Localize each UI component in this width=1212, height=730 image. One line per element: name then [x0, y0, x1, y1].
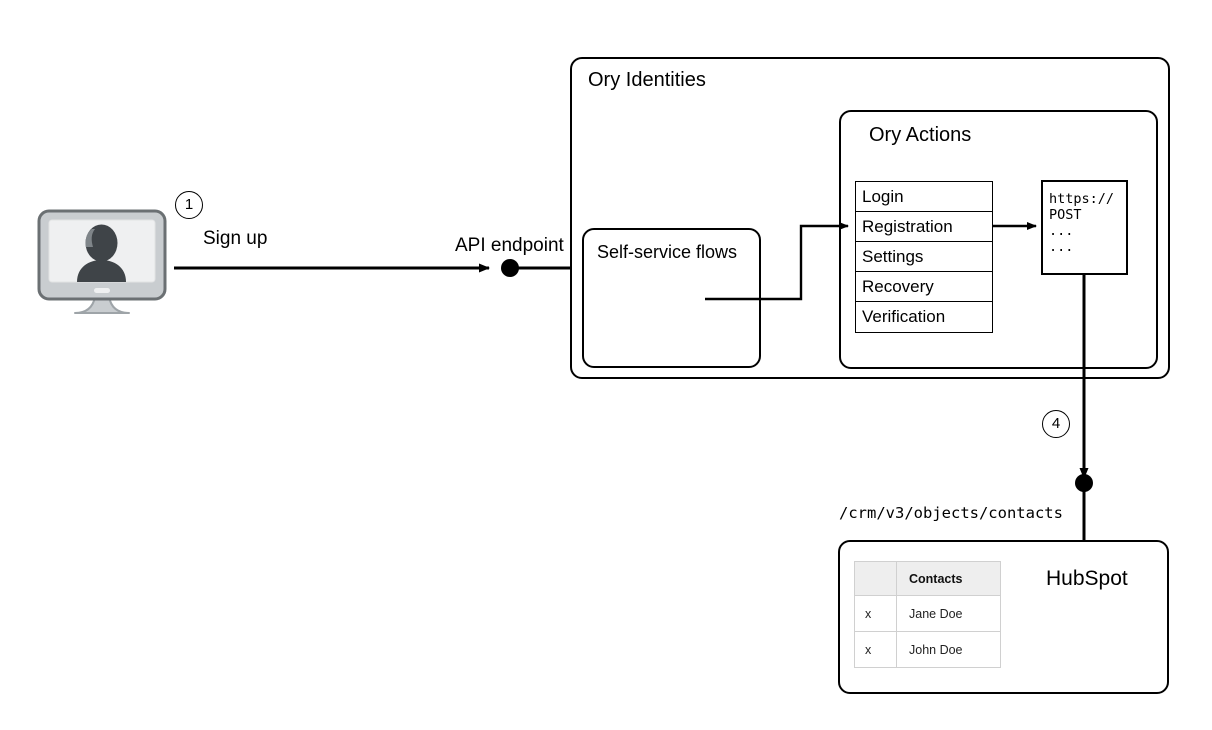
monitor-user-icon — [37, 209, 167, 326]
self-service-flows-title: Self-service flows — [597, 242, 738, 262]
webhook-code-line-body-2: ... — [1049, 239, 1074, 255]
step-badge-1: 1 — [175, 191, 203, 219]
flow-item-login[interactable]: Login — [856, 182, 992, 212]
api-endpoint-label: API endpoint — [455, 235, 564, 256]
hubspot-label: HubSpot — [1046, 567, 1128, 590]
flow-item-recovery[interactable]: Recovery — [856, 272, 992, 302]
flow-item-registration[interactable]: Registration — [856, 212, 992, 242]
column-header-select — [854, 561, 897, 596]
ory-actions-title: Ory Actions — [869, 124, 972, 146]
webhook-code-line-method: POST — [1049, 207, 1082, 223]
flow-item-verification[interactable]: Verification — [862, 307, 946, 326]
sign-up-label: Sign up — [203, 228, 268, 249]
ory-identities-title: Ory Identities — [588, 69, 706, 91]
contact-name: John Doe — [896, 631, 1001, 668]
step-badge-4: 4 — [1042, 410, 1070, 438]
api-endpoint-node — [501, 259, 572, 277]
row-marker: x — [854, 595, 897, 632]
webhook-code-box: https:// POST ... ... — [1041, 180, 1128, 275]
webhook-code-line-url: https:// — [1049, 191, 1115, 207]
table-header-row: Contacts — [854, 561, 1001, 596]
row-marker: x — [854, 631, 897, 668]
contact-name: Jane Doe — [896, 595, 1001, 632]
table-row[interactable]: x Jane Doe — [854, 595, 1001, 632]
contacts-table: Contacts x Jane Doe x John Doe — [854, 561, 1001, 668]
ory-actions-flow-list: Login Registration Settings Recovery Ver… — [855, 181, 993, 333]
column-header-contacts: Contacts — [896, 561, 1001, 596]
self-service-flows-box: Self-service flows — [582, 228, 761, 368]
crm-path-label: /crm/v3/objects/contacts — [839, 504, 1063, 522]
webhook-code-line-body-1: ... — [1049, 223, 1074, 239]
flow-item-settings[interactable]: Settings — [856, 242, 992, 272]
table-row[interactable]: x John Doe — [854, 631, 1001, 668]
